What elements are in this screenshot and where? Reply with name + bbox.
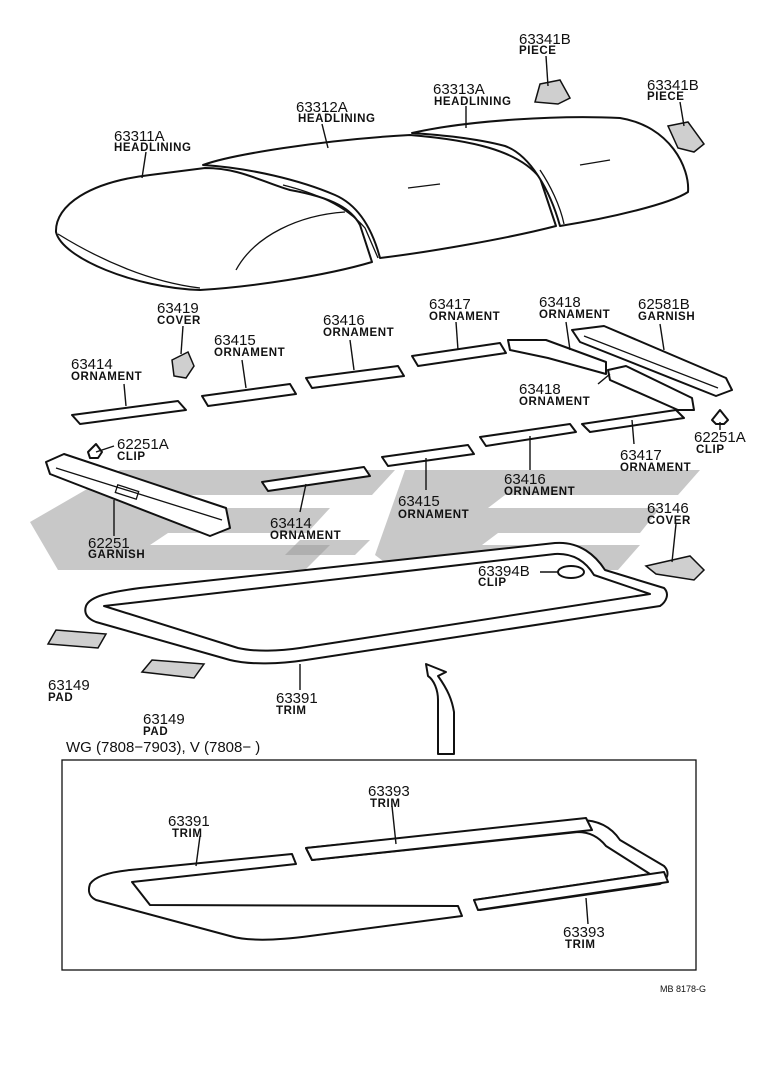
- callout-number: 63416: [323, 312, 365, 329]
- callout-name: ORNAMENT: [398, 509, 469, 521]
- ornament-part-63414-upper: [71, 400, 187, 425]
- callout-name: ORNAMENT: [71, 371, 142, 383]
- callout-name: ORNAMENT: [519, 396, 590, 408]
- callout-number: 63415: [398, 493, 440, 510]
- callout-number: 62251A: [694, 429, 746, 446]
- ornament-part-63416-upper: [305, 365, 405, 389]
- callout-number: 63417: [620, 447, 662, 464]
- callout-name: ORNAMENT: [270, 530, 341, 542]
- callout-number: 63415: [214, 332, 256, 349]
- inset-trim-piece-lower: [473, 871, 669, 911]
- headlining-middle-part: [202, 134, 557, 259]
- callout-number: 63146: [647, 500, 689, 517]
- callout-number: 63341B: [519, 31, 571, 48]
- ornament-part-63418-upper: [507, 339, 607, 375]
- headlining-rear-part: [407, 116, 690, 227]
- callout-number: 63391: [168, 813, 210, 830]
- callout-name: ORNAMENT: [323, 327, 394, 339]
- callout-name: CLIP: [478, 577, 507, 589]
- callout-name: CLIP: [117, 451, 146, 463]
- callout-number: 63418: [519, 381, 561, 398]
- callout-number: 63313A: [433, 81, 485, 98]
- callout-number: 63391: [276, 690, 318, 707]
- callout-number: 63416: [504, 471, 546, 488]
- pad-part-right: [140, 659, 206, 679]
- callout-name: COVER: [157, 315, 201, 327]
- callout-name: GARNISH: [88, 549, 145, 561]
- cover-part-63419: [171, 350, 195, 379]
- callout-name: ORNAMENT: [539, 309, 610, 321]
- callout-name: CLIP: [696, 444, 725, 456]
- headlining-front-part: [54, 167, 373, 291]
- callout-name: TRIM: [565, 939, 596, 951]
- trim-frame-63391: [84, 541, 668, 665]
- callout-name: TRIM: [370, 798, 401, 810]
- ornament-part-63418-lower: [607, 365, 695, 411]
- callout-name: PAD: [143, 726, 168, 738]
- callout-number: 63341B: [647, 77, 699, 94]
- callout-name: HEADLINING: [434, 96, 512, 108]
- callout-number: 62251A: [117, 436, 169, 453]
- callout-name: ORNAMENT: [429, 311, 500, 323]
- callout-number: 63417: [429, 296, 471, 313]
- pad-part-left: [46, 629, 108, 649]
- piece-part-top: [534, 79, 572, 105]
- inset-frame: [61, 759, 697, 971]
- callout-number: 63419: [157, 300, 199, 317]
- piece-part-right: [666, 121, 706, 153]
- callout-name: ORNAMENT: [620, 462, 691, 474]
- callout-number: 62251: [88, 535, 130, 552]
- reference-arrow-icon: [425, 663, 455, 755]
- callout-name: PIECE: [519, 45, 557, 57]
- callout-name: PAD: [48, 692, 73, 704]
- ornament-part-63417-lower: [581, 409, 685, 433]
- garnish-part-62251: [45, 453, 231, 537]
- ornament-part-63415-upper: [201, 383, 297, 407]
- callout-number: 63414: [71, 356, 113, 373]
- callout-name: HEADLINING: [298, 113, 376, 125]
- clip-part-63394B: [557, 565, 585, 579]
- callout-number: 63393: [563, 924, 605, 941]
- ornament-part-63414-lower: [261, 466, 371, 492]
- inset-caption: WG (7808−7903), V (7808− ): [66, 739, 260, 756]
- garnish-part-62581B: [571, 325, 733, 397]
- callout-number: 63149: [48, 677, 90, 694]
- callout-name: ORNAMENT: [504, 486, 575, 498]
- callout-name: PIECE: [647, 91, 685, 103]
- clip-part-62251A-left: [87, 443, 103, 459]
- leader-lines: [95, 55, 721, 925]
- callout-number: 63311A: [114, 128, 165, 145]
- ornament-part-63416-lower: [479, 423, 577, 447]
- callout-number: 63393: [368, 783, 410, 800]
- callout-number: 63149: [143, 711, 185, 728]
- callout-name: COVER: [647, 515, 691, 527]
- clip-part-62251A-right: [711, 409, 729, 425]
- callout-number: 62581B: [638, 296, 690, 313]
- callout-name: TRIM: [172, 828, 203, 840]
- callout-number: 63414: [270, 515, 312, 532]
- callout-name: TRIM: [276, 705, 307, 717]
- callout-number: 63394B: [478, 563, 530, 580]
- callout-name: ORNAMENT: [214, 347, 285, 359]
- callout-name: GARNISH: [638, 311, 695, 323]
- cover-part-63146: [644, 555, 706, 581]
- callout-number: 63418: [539, 294, 581, 311]
- ornament-part-63415-lower: [381, 444, 475, 467]
- inset-trim-piece-upper: [305, 817, 593, 861]
- ornament-part-63417-upper: [411, 342, 507, 367]
- reference-code: MB 8178-G: [660, 984, 706, 994]
- callout-number: 63312A: [296, 99, 348, 116]
- callout-name: HEADLINING: [114, 142, 192, 154]
